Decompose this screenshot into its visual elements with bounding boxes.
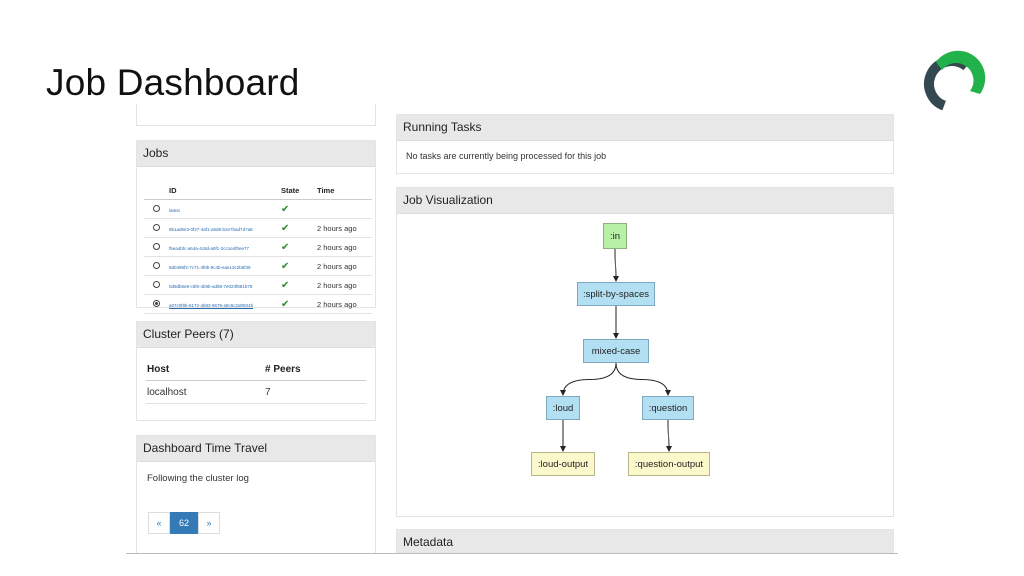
col-id: ID (168, 181, 280, 200)
job-radio[interactable] (152, 280, 160, 288)
job-radio[interactable] (152, 261, 160, 269)
table-row[interactable]: 0d9db6e8-c5f6-4b9b-ad88-7e023f881b78 ✔ 2 h… (144, 275, 372, 295)
slide-title: Job Dashboard (46, 62, 300, 103)
jobs-table: ID State Time latest✔9b1ad6e3-0f27-4af1-… (144, 181, 372, 314)
dag-node-question-out[interactable]: :question-output (628, 452, 710, 476)
job-time: 2 hours ago (316, 256, 372, 276)
time-travel-panel: Dashboard Time Travel Following the clus… (136, 435, 376, 554)
col-state: State (280, 181, 316, 200)
job-id-link[interactable]: 0d9db6e8-c5f6-4b9b-ad88-7e023f881b78 (169, 283, 253, 289)
job-visualization-panel: Job Visualization :in :split-by-spaces mix… (396, 187, 894, 517)
dag-node-loud[interactable]: :loud (546, 396, 580, 420)
running-tasks-message: No tasks are currently being processed f… (406, 151, 607, 161)
dashboard-screenshot: Jobs ID State Time latest✔9b1ad6e3-0f27-… (126, 104, 898, 554)
table-row: localhost 7 (146, 380, 366, 404)
peers-title: Cluster Peers (7) (137, 322, 375, 348)
dag-node-mixed[interactable]: mixed-case (583, 339, 649, 363)
check-icon: ✔ (281, 203, 290, 215)
collapsed-panel (136, 104, 376, 126)
pager-current-page[interactable]: 62 (170, 512, 198, 534)
job-id-link[interactable]: latest (169, 207, 180, 213)
pager: « 62 » (148, 512, 220, 534)
jobs-panel: Jobs ID State Time latest✔9b1ad6e3-0f27-… (136, 140, 376, 314)
dag-node-split[interactable]: :split-by-spaces (577, 282, 655, 306)
col-time: Time (316, 181, 372, 200)
check-icon: ✔ (281, 260, 290, 272)
job-id-link[interactable]: a07c0f8b-6172-4b83-9679-a8c6c2d0934b (169, 302, 254, 308)
check-icon: ✔ (281, 279, 290, 291)
table-row[interactable]: f5ea4bfc-a64a-4c9d-a9f1-2cc1e4f0ee77 ✔ 2 h… (144, 237, 372, 257)
dag-edge (560, 362, 617, 396)
peers-table: Host # Peers localhost 7 (146, 358, 366, 404)
check-icon: ✔ (281, 241, 290, 253)
pager-prev-button[interactable]: « (148, 512, 170, 534)
metadata-panel: Metadata (396, 529, 894, 554)
job-time: 2 hours ago (316, 294, 372, 314)
job-id-link[interactable]: f5ea4bfc-a64a-4c9d-a9f1-2cc1e4f0ee77 (169, 245, 250, 251)
dag-edge (615, 362, 671, 396)
pager-next-button[interactable]: » (198, 512, 220, 534)
jobs-title: Jobs (137, 141, 375, 167)
dag-edge (612, 248, 619, 282)
dag-graph: :in :split-by-spaces mixed-case :loud :quest… (397, 188, 895, 518)
dag-edge (665, 419, 672, 452)
peer-host: localhost (146, 380, 264, 404)
dag-edges (560, 248, 672, 452)
table-row[interactable]: 8d0489f2-7c71-4f0b-9c4b-eae13c2b6f39 ✔ 2 h… (144, 256, 372, 276)
running-tasks-panel: Running Tasks No tasks are currently bei… (396, 114, 894, 174)
job-radio[interactable] (152, 299, 160, 307)
job-radio[interactable] (152, 242, 160, 250)
job-time: 2 hours ago (316, 237, 372, 257)
job-id-link[interactable]: 9b1ad6e3-0f27-4af1-a5d8-b2e7bad7d7a8 (169, 226, 253, 232)
dag-node-loud-out[interactable]: :loud-output (531, 452, 595, 476)
dag-node-question[interactable]: :question (642, 396, 694, 420)
table-row[interactable]: a07c0f8b-6172-4b83-9679-a8c6c2d0934b ✔ 2 h… (144, 294, 372, 314)
peer-count: 7 (264, 380, 366, 404)
metadata-title: Metadata (397, 530, 893, 554)
check-icon: ✔ (281, 222, 290, 234)
check-icon: ✔ (281, 298, 290, 310)
col-peers: # Peers (264, 358, 366, 381)
table-row[interactable]: latest ✔ (144, 199, 372, 219)
peers-panel: Cluster Peers (7) Host # Peers localhost… (136, 321, 376, 421)
time-travel-title: Dashboard Time Travel (137, 436, 375, 462)
job-time: 2 hours ago (316, 275, 372, 295)
table-row[interactable]: 9b1ad6e3-0f27-4af1-a5d8-b2e7bad7d7a8 ✔ 2 h… (144, 218, 372, 238)
dag-node-in[interactable]: :in (603, 223, 627, 249)
job-visualization-title: Job Visualization (397, 188, 893, 214)
running-tasks-title: Running Tasks (397, 115, 893, 141)
col-host: Host (146, 358, 264, 381)
logo (924, 50, 986, 112)
job-radio[interactable] (152, 204, 160, 212)
job-time: 2 hours ago (316, 218, 372, 238)
job-time (316, 199, 372, 219)
job-id-link[interactable]: 8d0489f2-7c71-4f0b-9c4b-eae13c2b6f39 (169, 264, 251, 270)
time-travel-message: Following the cluster log (147, 473, 249, 484)
job-radio[interactable] (152, 223, 160, 231)
